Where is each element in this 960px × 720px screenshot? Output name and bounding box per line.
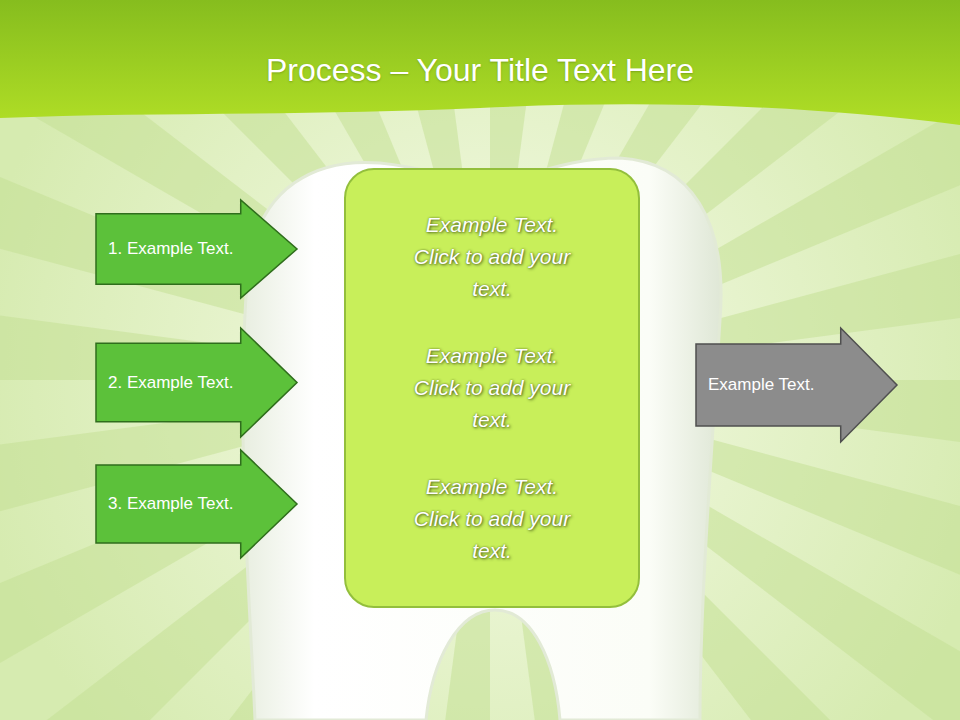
arrow-box: 1. Example Text. — [96, 200, 297, 298]
arrow-outline — [96, 450, 297, 558]
arrow-outline — [696, 328, 897, 442]
arrow-label: 2. Example Text. — [96, 373, 233, 393]
tooth-illustration — [243, 158, 721, 720]
box-text: Example Text. Click to add your text. — [407, 209, 577, 305]
box-text: Example Text. Click to add your text. — [407, 471, 577, 567]
process-box: Example Text. Click to add your text. Exa… — [344, 168, 640, 608]
arrow-outline — [96, 328, 297, 437]
arrow-box: 2. Example Text. — [96, 328, 297, 437]
arrow-outline — [96, 200, 297, 298]
arrow-label: 1. Example Text. — [96, 239, 233, 259]
slide-title: Process – Your Title Text Here — [0, 52, 960, 89]
arrow-label: 3. Example Text. — [96, 494, 233, 514]
box-text: Example Text. Click to add your text. — [407, 340, 577, 436]
title-band — [0, 0, 960, 125]
arrow-box: 3. Example Text. — [96, 450, 297, 558]
arrow-label: Example Text. — [696, 375, 814, 395]
arrow-box: Example Text. — [696, 328, 897, 442]
